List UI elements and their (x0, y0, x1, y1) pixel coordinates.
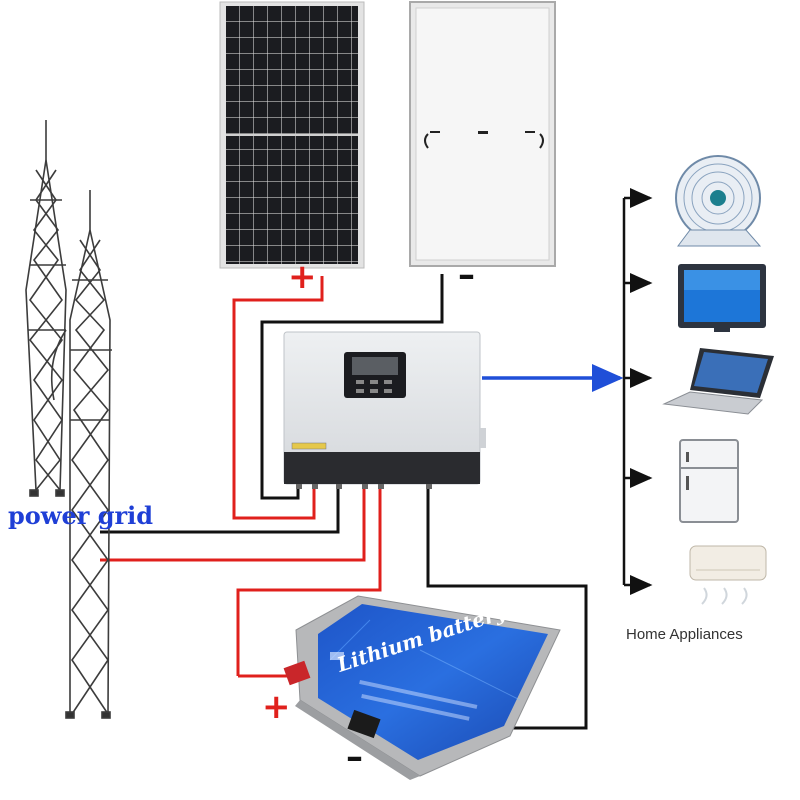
panel-positive-sign: + (288, 257, 317, 297)
negative-wires (100, 274, 588, 730)
tv-icon (678, 264, 766, 332)
home-appliances-label: Home Appliances (626, 626, 743, 643)
battery-negative-sign: – (346, 737, 363, 777)
laptop-icon (662, 348, 774, 415)
transmission-tower-right (50, 190, 112, 719)
solar-panel-back (409, 1, 556, 267)
panel-negative-sign: – (458, 255, 475, 295)
battery-positive-sign: + (262, 687, 291, 727)
power-grid-label: power grid (8, 501, 153, 530)
lithium-battery: Lithium battery (283, 595, 561, 780)
hybrid-inverter (283, 331, 486, 489)
appliance-bus (622, 188, 653, 595)
air-conditioner-icon (689, 545, 767, 605)
transmission-tower-left (25, 120, 67, 497)
fan-icon (675, 155, 762, 247)
fridge-icon (679, 439, 739, 523)
solar-panel-front (219, 1, 365, 269)
